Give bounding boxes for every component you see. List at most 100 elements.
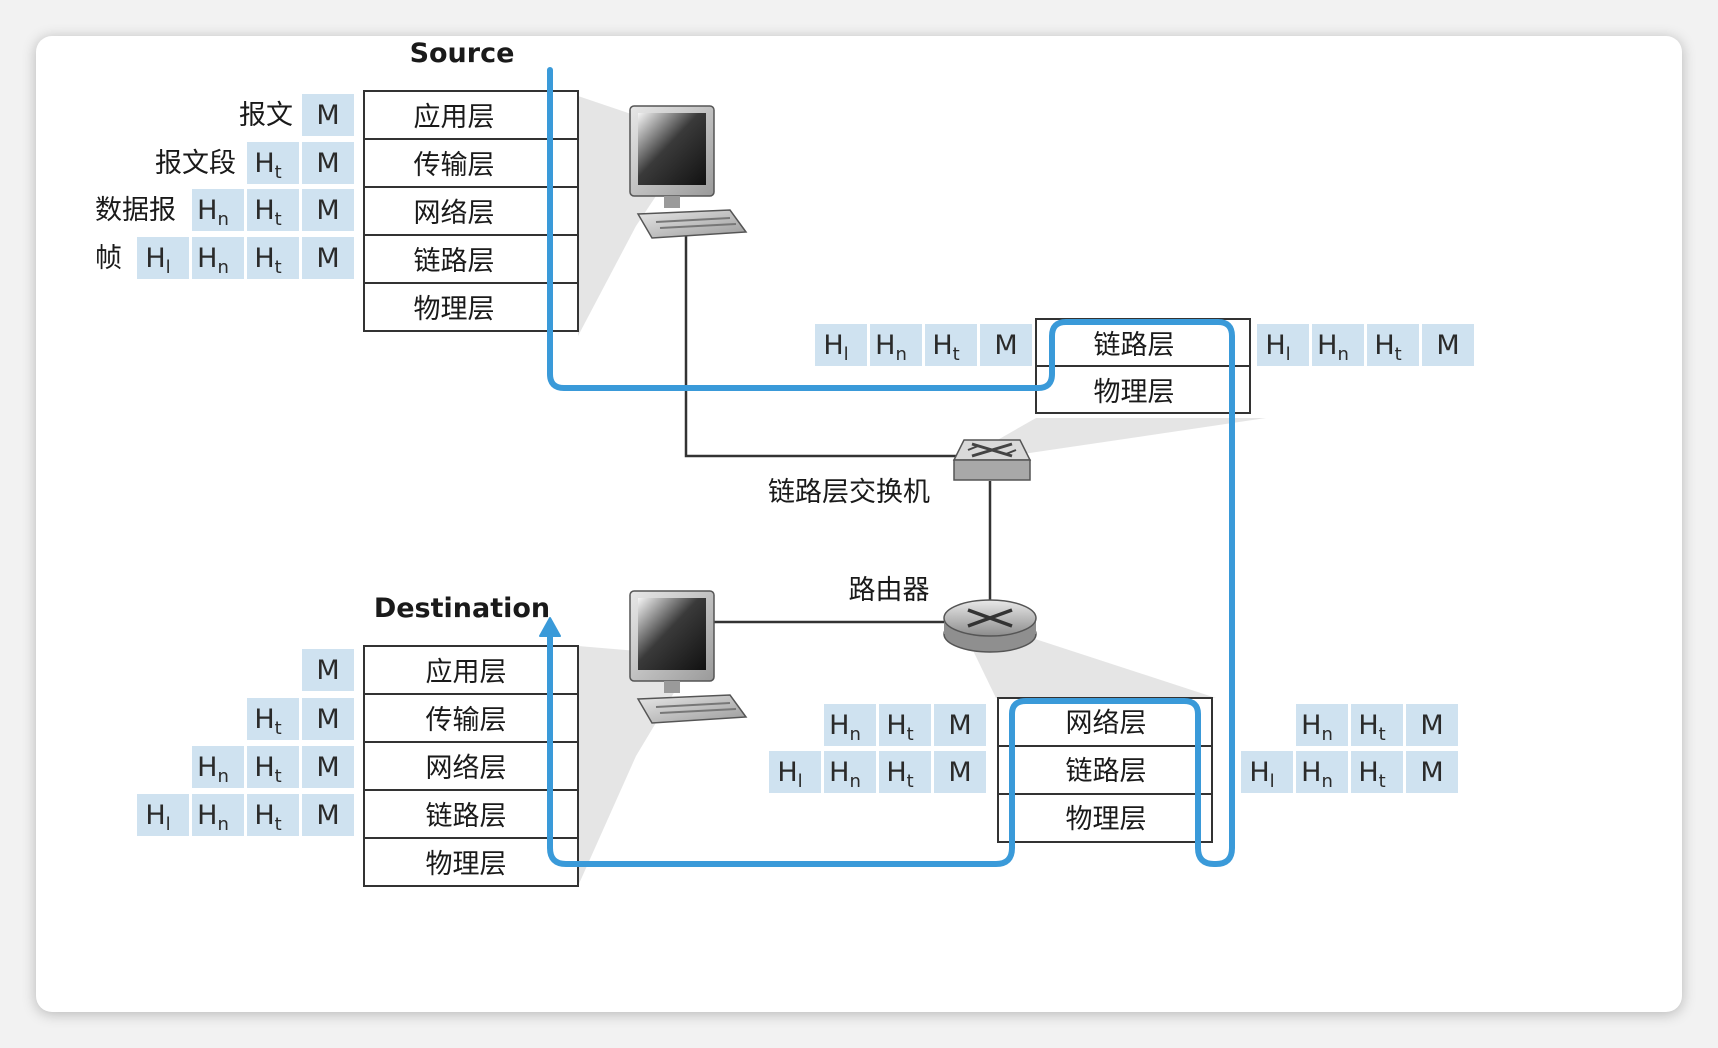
pdu-message-label: 报文 [239,100,293,131]
message-cell: M [302,746,354,788]
header-cell-ht: Ht [247,237,299,279]
header-cell-ht: Ht [879,704,931,746]
svg-text:M: M [316,195,339,226]
message-cell: M [934,751,986,793]
header-cell-hn: Hn [192,746,244,788]
data-path-arrowhead [539,617,561,637]
header-cell-ht: Ht [247,142,299,184]
network-links [684,231,992,624]
svg-text:M: M [316,100,339,131]
svg-text:M: M [948,710,971,741]
message-cell: M [1422,324,1474,366]
switch-link-layer: 链路层 [1094,330,1175,361]
pdu-segment-label: 报文段 [155,148,236,179]
header-cell-ht: Ht [247,189,299,231]
svg-text:M: M [316,655,339,686]
switch-label: 链路层交换机 [768,477,930,508]
header-cell-hn: Hn [192,189,244,231]
router-icon [943,599,1037,653]
source-computer-icon [629,105,748,239]
router-stack: 网络层 链路层 物理层 [997,697,1213,843]
header-cell-ht: Ht [925,324,977,366]
header-cell-hn: Hn [824,751,876,793]
message-cell: M [302,142,354,184]
source-application-layer: 应用层 [414,102,495,133]
header-cell-ht: Ht [879,751,931,793]
switch-physical-layer: 物理层 [1094,377,1175,408]
header-cell-hn: Hn [1312,324,1364,366]
header-cell-hl: Hl [1257,324,1309,366]
header-cell-hl: Hl [769,751,821,793]
header-cell-hl: Hl [815,324,867,366]
svg-text:M: M [316,800,339,831]
message-cell: M [1406,704,1458,746]
message-cell: M [302,794,354,836]
header-cell-ht: Ht [1367,324,1419,366]
header-cell-ht: Ht [1351,751,1403,793]
header-cell-ht: Ht [247,698,299,740]
svg-text:M: M [316,243,339,274]
data-path [539,67,1235,867]
destination-shadow [578,646,696,886]
pdu-frame-label: 帧 [95,243,122,274]
message-cell: M [980,324,1032,366]
source-to-switch-link [684,231,956,458]
message-cell: M [302,94,354,136]
destination-label: Destination [374,593,550,624]
router-label: 路由器 [849,575,930,606]
destination-link-layer: 链路层 [426,801,507,832]
router-physical-layer: 物理层 [1066,804,1147,835]
svg-text:M: M [1420,710,1443,741]
svg-text:M: M [1420,757,1443,788]
pdu-datagram-label: 数据报 [95,195,176,226]
header-cell-ht: Ht [247,794,299,836]
header-cell-ht: Ht [247,746,299,788]
router-network-layer: 网络层 [1066,708,1147,739]
source-physical-layer: 物理层 [414,294,495,325]
header-cell-hn: Hn [1296,704,1348,746]
svg-text:Hn: Hn [829,757,861,792]
message-cell: M [302,698,354,740]
svg-text:M: M [948,757,971,788]
router-shadow [966,636,1216,698]
svg-text:Ht: Ht [254,195,281,230]
pdu-labels: 报文 报文段 数据报 帧 [95,100,293,274]
svg-text:M: M [316,752,339,783]
message-cell: M [302,649,354,691]
figure-card: 应用层 传输层 网络层 链路层 物理层 应用层 传输层 网络层 链路层 物理层 … [36,36,1682,1012]
destination-computer-icon [629,590,748,724]
protocol-encapsulation-diagram: 应用层 传输层 网络层 链路层 物理层 应用层 传输层 网络层 链路层 物理层 … [95,38,1474,887]
source-link-layer: 链路层 [414,246,495,277]
destination-network-layer: 网络层 [426,753,507,784]
router-link-layer: 链路层 [1066,756,1147,787]
header-cell-hn: Hn [870,324,922,366]
message-cell: M [302,237,354,279]
header-cell-hl: Hl [137,794,189,836]
message-cell: M [302,189,354,231]
header-cell-hn: Hn [192,237,244,279]
svg-text:M: M [316,704,339,735]
header-cell-hl: Hl [1241,751,1293,793]
header-cell-hn: Hn [192,794,244,836]
source-stack: 应用层 传输层 网络层 链路层 物理层 [363,90,579,332]
source-transport-layer: 传输层 [414,150,495,181]
source-network-layer: 网络层 [414,198,495,229]
message-cell: M [934,704,986,746]
destination-application-layer: 应用层 [426,657,507,688]
destination-transport-layer: 传输层 [426,705,507,736]
switch-stack: 链路层 物理层 [1035,318,1251,414]
header-cell-ht: Ht [1351,704,1403,746]
header-cell-hn: Hn [1296,751,1348,793]
svg-text:M: M [316,148,339,179]
message-cell: M [1406,751,1458,793]
destination-physical-layer: 物理层 [426,849,507,880]
svg-text:Hn: Hn [1301,710,1333,745]
svg-text:M: M [1436,330,1459,361]
data-path-line [547,67,1235,867]
switch-shadow [966,418,1266,458]
link-layer-switch-icon [952,439,1032,481]
header-cell-hn: Hn [824,704,876,746]
source-label: Source [410,38,515,69]
svg-text:M: M [994,330,1017,361]
